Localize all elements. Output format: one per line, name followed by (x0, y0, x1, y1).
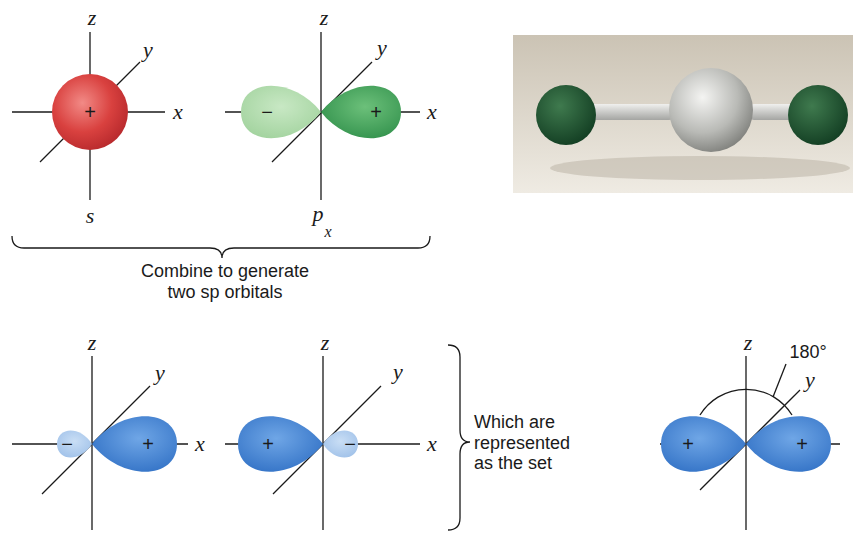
phase-sign: − (344, 433, 356, 456)
axis-label: z (88, 330, 97, 355)
phase-sign: + (370, 101, 382, 124)
axis-label: z (744, 330, 753, 355)
axis-label: y (393, 359, 403, 384)
axis-label: x (173, 99, 183, 124)
axis-label: z (88, 5, 97, 30)
phase-sign: − (261, 101, 273, 124)
axis-label: z (320, 5, 329, 30)
axis-label: x (195, 431, 205, 456)
phase-sign: + (84, 101, 96, 124)
axis-label: x (427, 99, 437, 124)
caption-text: Combine to generate two sp orbitals (130, 261, 320, 302)
orbital-label: s (86, 203, 95, 228)
phase-sign: + (796, 433, 808, 456)
axis-label: y (805, 367, 815, 392)
phase-sign: − (61, 433, 73, 456)
axis-label: z (321, 330, 330, 355)
angle-label: 180° (789, 342, 826, 363)
phase-sign: + (262, 433, 274, 456)
orbital-label: p (313, 201, 324, 226)
axis-label: y (143, 37, 153, 62)
phase-sign: + (142, 433, 154, 456)
phase-sign: + (682, 433, 694, 456)
axis-label: x (427, 431, 437, 456)
axis-label: y (377, 35, 387, 60)
orbital-subscript: x (324, 223, 331, 241)
caption-text: Which are represented as the set (474, 412, 586, 474)
axis-label: y (155, 360, 165, 385)
